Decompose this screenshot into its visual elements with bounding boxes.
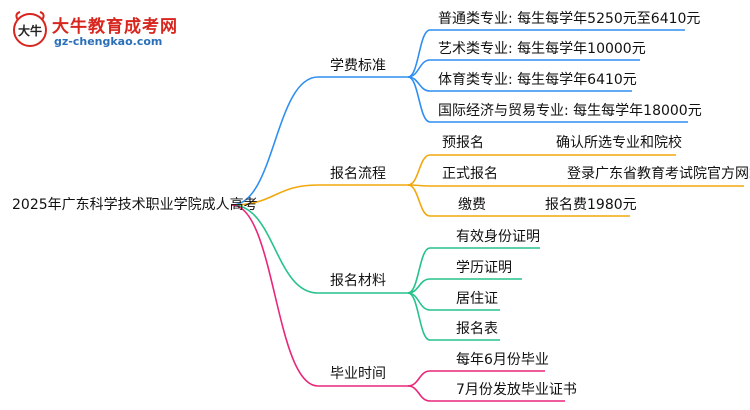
root-node: 2025年广东科学技术职业学院成人高考 (12, 197, 258, 213)
process-step-payment-detail: 报名费1980元 (545, 197, 637, 213)
tuition-item-art: 艺术类专业: 每生每学年10000元 (438, 41, 646, 57)
logo-mark-text: 大牛 (18, 23, 42, 38)
connector-root-tuition (231, 76, 319, 206)
connector-root-process (231, 184, 319, 206)
graduation-item-june: 每年6月份毕业 (456, 352, 549, 368)
tuition-item-trade: 国际经济与贸易专业: 每生每学年18000元 (438, 103, 702, 119)
materials-item-id: 有效身份证明 (456, 229, 540, 245)
connector-root-graduation (231, 204, 319, 387)
process-step-pre-register-detail: 确认所选专业和院校 (556, 135, 682, 151)
connector-graduation-item-0 (407, 370, 431, 387)
site-logo: 大牛 大牛教育成考网 gz-chengkao.com (8, 8, 177, 56)
process-step-formal-register-detail: 登录广东省教育考试院官方网站 (567, 166, 750, 182)
process-step-payment: 缴费 (458, 197, 486, 213)
logo-domain: gz-chengkao.com (54, 35, 163, 48)
bull-logo-icon: 大牛 (13, 11, 47, 47)
tuition-item-sports: 体育类专业: 每生每学年6410元 (438, 72, 637, 88)
process-step-pre-register: 预报名 (442, 135, 484, 151)
materials-item-residence: 居住证 (456, 291, 498, 307)
branch-graduation: 毕业时间 (330, 366, 386, 382)
branch-tuition: 学费标准 (330, 58, 386, 74)
branch-process: 报名流程 (330, 166, 386, 182)
connector-tuition-item-0 (407, 29, 431, 78)
branch-materials: 报名材料 (330, 273, 386, 289)
connector-materials-item-3 (407, 292, 431, 341)
connector-process-item-0 (407, 154, 431, 186)
logo-site-name: 大牛教育成考网 (52, 17, 178, 37)
graduation-item-certificate: 7月份发放毕业证书 (456, 382, 577, 398)
connector-graduation-item-1 (407, 385, 431, 402)
tuition-item-regular: 普通类专业: 每生每学年5250元至6410元 (438, 11, 701, 27)
materials-item-diploma: 学历证明 (456, 260, 512, 276)
connector-materials-item-0 (407, 247, 431, 294)
connector-tuition-item-3 (407, 76, 431, 123)
materials-item-form: 报名表 (456, 321, 498, 337)
connector-root-materials (231, 204, 319, 294)
connector-process-item-2 (407, 184, 431, 217)
process-step-formal-register: 正式报名 (442, 166, 498, 182)
